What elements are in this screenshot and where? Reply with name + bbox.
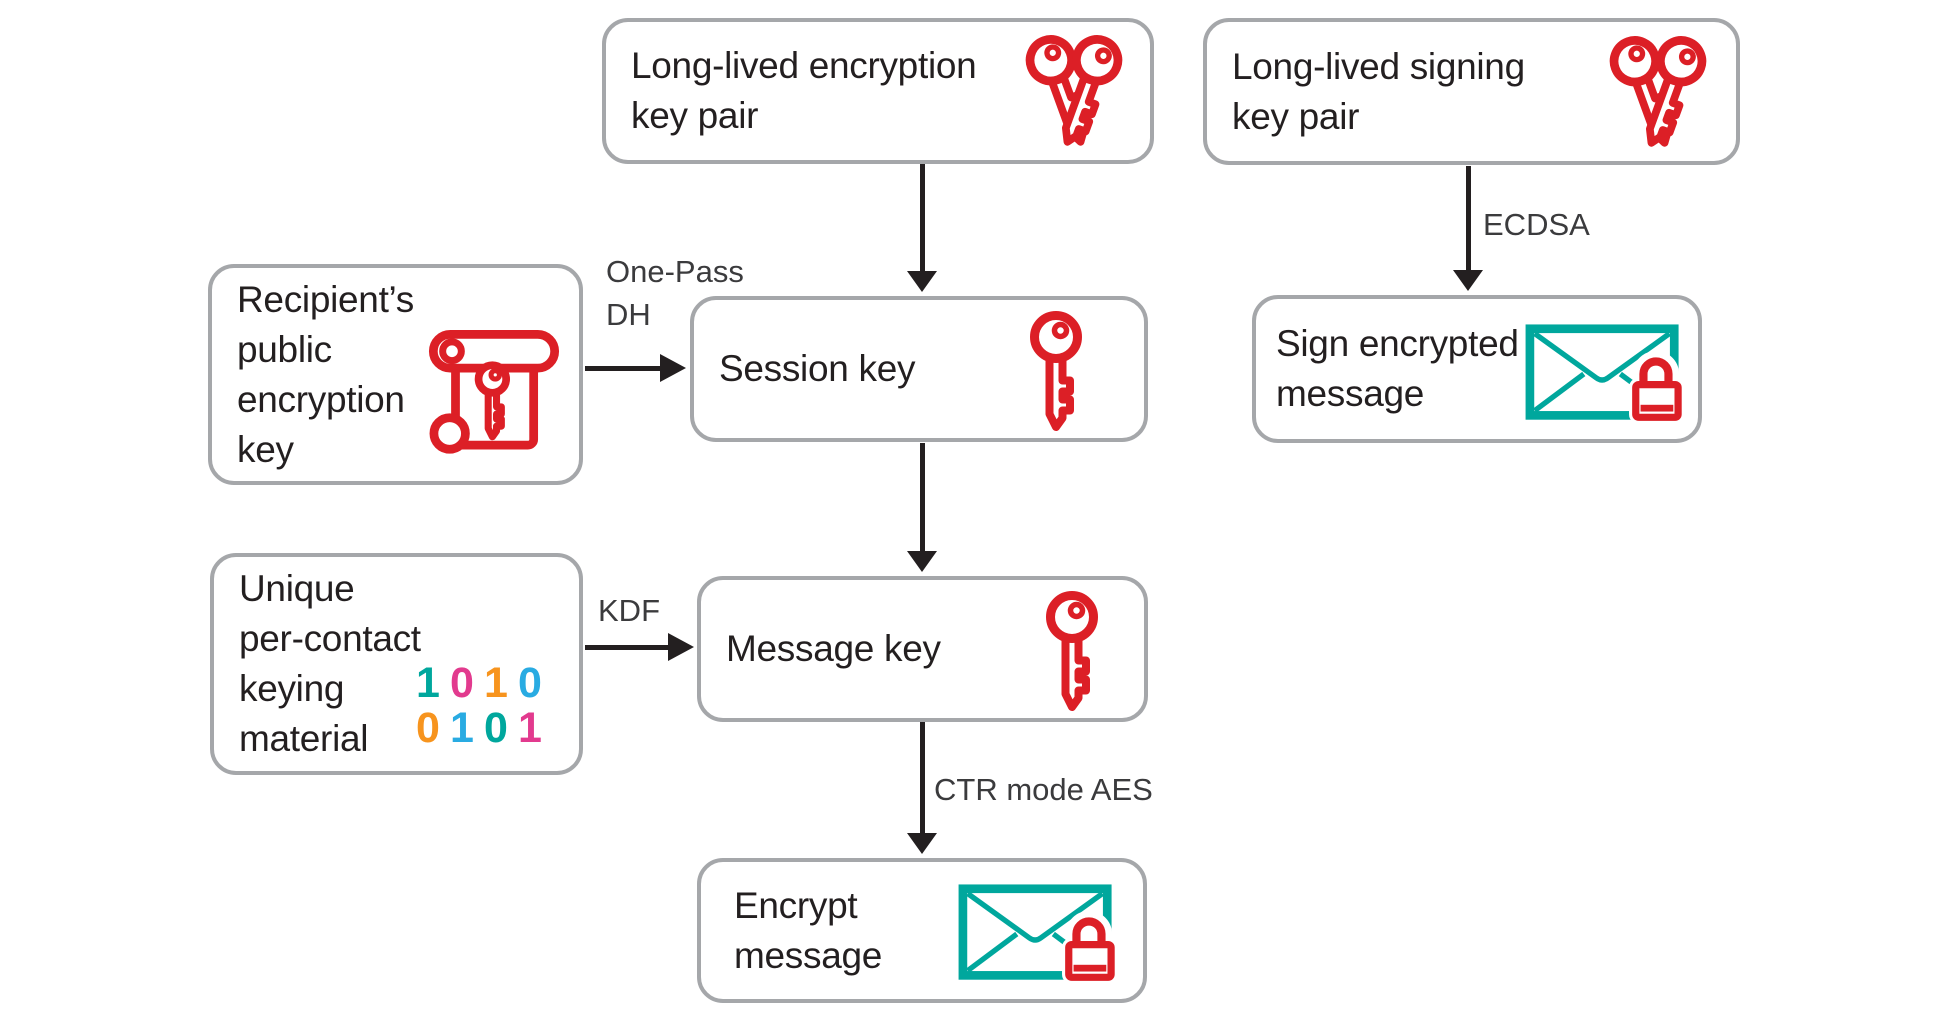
binary-digit: 1 [450, 704, 474, 752]
binary-digit: 0 [416, 704, 440, 752]
node-label: Session key [694, 344, 1144, 394]
binary-digit: 1 [484, 659, 508, 707]
node-message-key: Message key [697, 576, 1148, 722]
arrow-encryption-pair-to-session-key [919, 164, 925, 272]
key-pair-icon [1602, 36, 1714, 154]
sealed-envelope-icon [1524, 323, 1684, 425]
node-label-line: message [734, 934, 883, 976]
node-label-line: Recipient’s [237, 278, 415, 320]
node-label-line: Encrypt [734, 884, 858, 926]
edge-label-line: DH [606, 297, 651, 332]
node-recipients-public-encryption-key: Recipient’s public encryption key [208, 264, 583, 485]
node-label: Long-lived signing key pair [1207, 42, 1736, 142]
arrow-recipient-key-to-session-key [585, 365, 661, 371]
node-label: Unique per-contact keying material [214, 564, 579, 764]
arrow-session-key-to-message-key [919, 443, 925, 552]
node-encrypt-message: Encrypt message [697, 858, 1147, 1003]
node-label-line: public [237, 328, 332, 370]
binary-digit: 0 [450, 659, 474, 707]
node-label-line: key pair [1232, 95, 1360, 137]
arrow-signing-pair-to-sign-message [1465, 166, 1471, 271]
edge-label-line: One-Pass [606, 254, 744, 289]
node-label-line: Message key [726, 628, 941, 669]
node-label-line: key pair [631, 95, 759, 136]
node-label-line: Long-lived encryption [631, 45, 977, 86]
node-label: Encrypt message [701, 881, 1143, 981]
node-label-line: keying [239, 668, 345, 709]
node-label-line: material [239, 718, 369, 759]
node-label-line: Unique [239, 568, 355, 609]
arrow-message-key-to-encrypt-message [919, 722, 925, 834]
key-icon [1024, 311, 1088, 433]
binary-digit: 1 [416, 659, 440, 707]
edge-label-kdf: KDF [598, 593, 660, 628]
key-pair-icon [1018, 35, 1130, 153]
node-label-line: message [1276, 373, 1425, 414]
edge-label-one-pass-dh: One-Pass DH [606, 250, 744, 336]
node-label-line: Session key [719, 348, 916, 389]
node-label-line: Sign encrypted [1276, 323, 1519, 364]
sealed-envelope-icon [957, 883, 1117, 985]
node-label: Sign encrypted message [1256, 319, 1698, 419]
binary-digit: 0 [518, 659, 542, 707]
node-label-line: encryption [237, 378, 405, 420]
node-long-lived-signing-key-pair: Long-lived signing key pair [1203, 18, 1740, 165]
node-label-line: Long-lived signing [1232, 45, 1525, 87]
binary-digit: 0 [484, 704, 508, 752]
binary-digit: 1 [518, 704, 542, 752]
node-sign-encrypted-message: Sign encrypted message [1252, 295, 1702, 443]
scroll-key-icon [424, 326, 564, 464]
key-icon [1040, 591, 1104, 713]
node-label: Long-lived encryption key pair [606, 41, 1150, 141]
node-label-line: key [237, 428, 294, 470]
node-label: Recipient’s public encryption key [212, 275, 579, 475]
edge-label-ctr-mode-aes: CTR mode AES [934, 772, 1153, 807]
arrow-keying-material-to-message-key [585, 644, 669, 650]
edge-label-ecdsa: ECDSA [1483, 207, 1590, 242]
node-long-lived-encryption-key-pair: Long-lived encryption key pair [602, 18, 1154, 164]
node-label: Message key [701, 624, 1144, 674]
node-session-key: Session key [690, 296, 1148, 442]
node-label-line: per-contact [239, 618, 421, 659]
